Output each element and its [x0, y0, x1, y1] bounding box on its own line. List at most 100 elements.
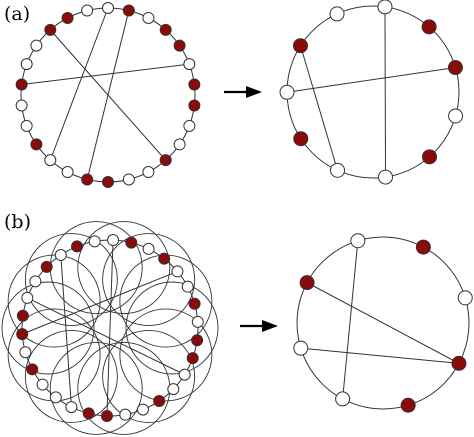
graph-node-white: [350, 233, 366, 249]
graph-node-white: [49, 391, 62, 404]
graph-node-white: [122, 173, 135, 186]
graph-node-white: [36, 378, 49, 391]
graph-node-red: [188, 99, 201, 112]
graph-node-red: [293, 131, 309, 147]
graph-node-red: [61, 11, 74, 24]
graph-node-red: [451, 355, 467, 371]
graph-node-red: [400, 397, 416, 413]
graph-node-white: [142, 242, 155, 255]
graph-node-white: [44, 154, 57, 167]
graph-node-red: [16, 309, 29, 322]
graph-node-white: [30, 39, 43, 52]
graph-node-white: [20, 119, 33, 132]
graph-chord: [22, 270, 178, 335]
graph-node-white: [136, 403, 149, 416]
graph-node-white: [378, 169, 394, 185]
graph-node-white: [173, 138, 186, 151]
panel-label-b: (b): [4, 211, 31, 233]
graph-node-white: [293, 340, 309, 356]
graph-chord: [49, 29, 167, 161]
graph-node-white: [178, 368, 191, 381]
graph-node-red: [191, 334, 204, 347]
graph-chord: [342, 240, 359, 399]
graph-node-white: [142, 11, 155, 24]
graph-node-white: [61, 166, 74, 179]
graph-node-red: [186, 352, 199, 365]
loop-circle: [24, 330, 118, 423]
arrow-a: [224, 86, 262, 98]
graph-node-white: [279, 84, 295, 100]
graph-node-red: [81, 173, 94, 186]
graph-node-red: [188, 78, 201, 91]
graph-ring: [296, 236, 470, 410]
graph-node-white: [15, 99, 28, 112]
graph-node-red: [158, 252, 171, 265]
graph-node-red: [159, 23, 172, 36]
graph-chord: [21, 63, 190, 86]
graph-node-white: [142, 166, 155, 179]
graph-chord: [49, 7, 109, 161]
graph-node-red: [447, 60, 463, 76]
graph-node-red: [15, 78, 28, 91]
graph-chord: [27, 297, 185, 376]
loop-circle: [49, 341, 143, 435]
graph-node-white: [377, 0, 393, 15]
graph-node-white: [88, 235, 101, 248]
graph-node-white: [119, 408, 132, 421]
graph-node-white: [183, 119, 196, 132]
graph-node-white: [65, 401, 78, 414]
graph-node-red: [16, 328, 29, 341]
graph-node-red: [421, 19, 437, 35]
graph-a-left: [15, 2, 201, 188]
graph-b-right: [293, 233, 473, 413]
graph-node-red: [102, 176, 114, 188]
graph-node-white: [81, 4, 94, 17]
graph-node-white: [107, 234, 120, 247]
graph-node-red: [415, 239, 431, 255]
graph-node-red: [40, 260, 53, 273]
graph-chord: [106, 240, 114, 416]
graph-node-red: [173, 39, 186, 52]
loop-circle: [119, 308, 213, 402]
graph-node-red: [122, 4, 135, 17]
graph-node-red: [82, 407, 95, 420]
graph-node-red: [71, 240, 84, 253]
graph-node-white: [171, 265, 184, 278]
graph-node-red: [100, 409, 113, 422]
graph-node-white: [181, 280, 194, 293]
loop-circle: [7, 254, 101, 348]
loop-circle: [24, 233, 118, 326]
graph-a-right: [279, 0, 464, 185]
graph-node-white: [448, 108, 464, 124]
graph-node-red: [30, 138, 43, 151]
graph-node-white: [183, 58, 196, 71]
arrow-b: [240, 320, 278, 332]
graph-node-white: [335, 391, 351, 407]
graph-node-white: [191, 315, 204, 328]
graph-node-white: [19, 346, 32, 359]
loop-circle: [102, 330, 196, 423]
graph-node-red: [125, 236, 138, 249]
graph-chord: [286, 67, 456, 93]
panel-label-a: (a): [4, 3, 30, 25]
graph-chord: [300, 45, 339, 171]
graph-node-white: [20, 58, 33, 71]
graph-node-white: [329, 6, 345, 22]
graph-node-white: [29, 275, 42, 288]
graph-node-white: [457, 290, 473, 306]
graph-node-white: [330, 162, 346, 178]
loop-circle: [125, 281, 219, 375]
graph-node-white: [21, 291, 34, 304]
graph-node-white: [167, 383, 180, 396]
graph-chord: [306, 282, 460, 364]
loop-circle: [77, 221, 171, 315]
graph-node-red: [153, 394, 166, 407]
graph-node-red: [159, 154, 172, 167]
graph-node-red: [299, 275, 315, 291]
graph-node-white: [54, 249, 67, 262]
graph-node-red: [293, 38, 309, 54]
graph-node-red: [44, 23, 57, 36]
graph-node-red: [26, 363, 39, 376]
graph-chord: [300, 347, 459, 364]
